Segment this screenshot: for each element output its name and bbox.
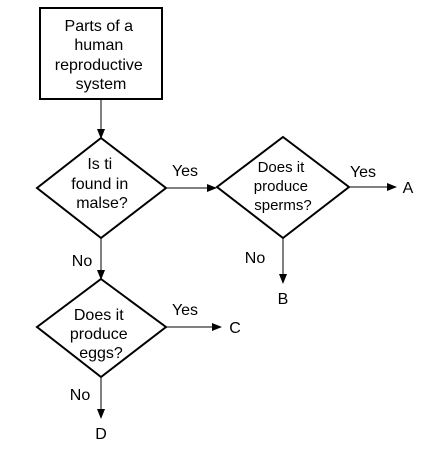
decision-sperm-line: produce — [254, 178, 308, 195]
decision-male-label: Is ti found in malse? — [71, 156, 132, 212]
start-node-line: reproductive — [55, 57, 143, 74]
start-node-line: human — [74, 37, 123, 54]
decision-male-line: found in — [71, 176, 128, 193]
decision-sperm-line: Does it — [258, 159, 306, 176]
decision-sperm-line: sperms? — [254, 197, 312, 214]
start-node-box — [39, 7, 163, 100]
start-node-label: Parts of a human reproductive system — [55, 18, 148, 93]
decision-male-line: Is ti — [87, 156, 112, 173]
outcome-a: A — [403, 180, 414, 197]
decision-male-diamond — [35, 136, 168, 240]
decision-eggs-label: Does it produce eggs? — [70, 307, 132, 362]
decision-eggs-diamond — [35, 277, 168, 379]
decision-eggs-line: Does it — [74, 307, 124, 324]
decision-male-line: malse? — [76, 195, 128, 212]
decision-sperm-yes-label: Yes — [350, 164, 376, 181]
decision-sperm-no-label: No — [245, 250, 266, 267]
decision-eggs-yes-label: Yes — [172, 302, 198, 319]
decision-sperm-diamond — [215, 135, 351, 240]
decision-male-no-label: No — [72, 253, 93, 270]
decision-eggs-no-label: No — [70, 387, 91, 404]
outcome-d: D — [95, 426, 107, 443]
outcome-b: B — [278, 291, 289, 308]
start-node-line: Parts of a — [65, 18, 134, 35]
decision-sperm-label: Does it produce sperms? — [254, 159, 312, 214]
decision-eggs-line: eggs? — [79, 345, 123, 362]
decision-male-yes-label: Yes — [172, 163, 198, 180]
start-node-line: system — [76, 76, 127, 93]
decision-eggs-line: produce — [70, 326, 128, 343]
outcome-c: C — [229, 320, 241, 337]
